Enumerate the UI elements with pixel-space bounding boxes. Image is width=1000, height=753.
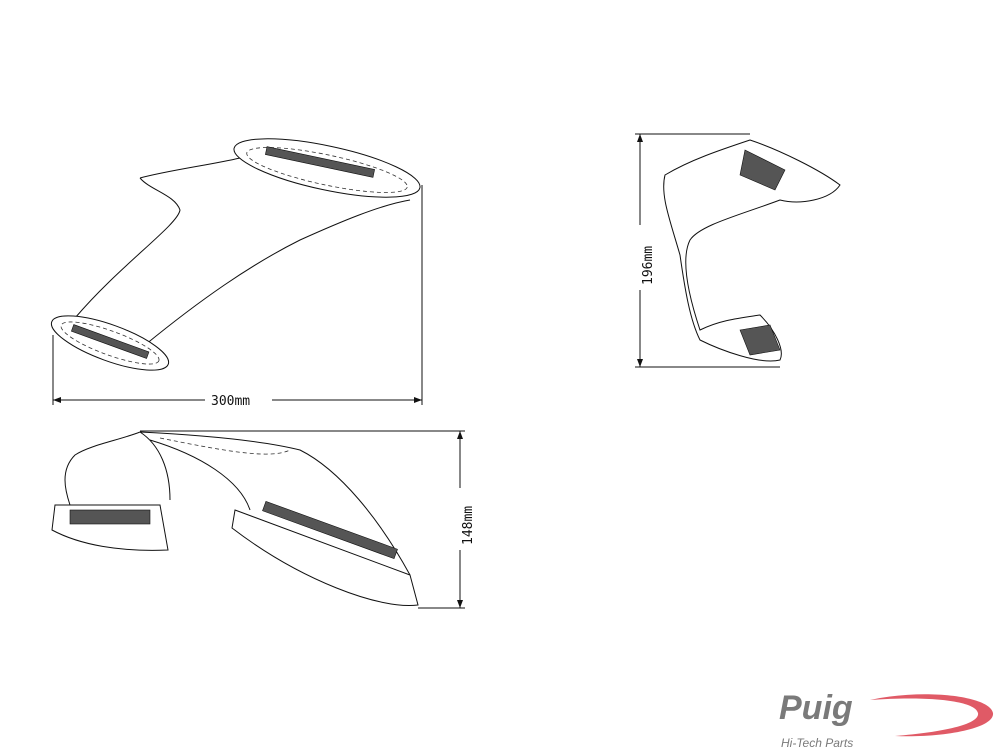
dimension-label-front-height: 148mm	[461, 506, 476, 545]
turn-signal-lamp	[231, 509, 419, 607]
logo-brand: Puig	[779, 690, 853, 727]
dimension-side-height: 196mm	[635, 133, 780, 368]
puig-logo: Puig Hi-Tech Parts	[779, 690, 994, 750]
dimension-front-height: 148mm	[140, 430, 476, 609]
logo-swoosh	[870, 694, 994, 737]
top-view	[50, 138, 421, 371]
side-view	[663, 139, 841, 362]
dimension-width: 300mm	[52, 185, 423, 409]
dimension-label-width: 300mm	[211, 394, 250, 409]
turn-signal-lamp	[233, 138, 421, 198]
dimension-label-side-height: 196mm	[641, 246, 656, 285]
front-view	[51, 431, 419, 607]
logo-tagline: Hi-Tech Parts	[781, 736, 853, 750]
